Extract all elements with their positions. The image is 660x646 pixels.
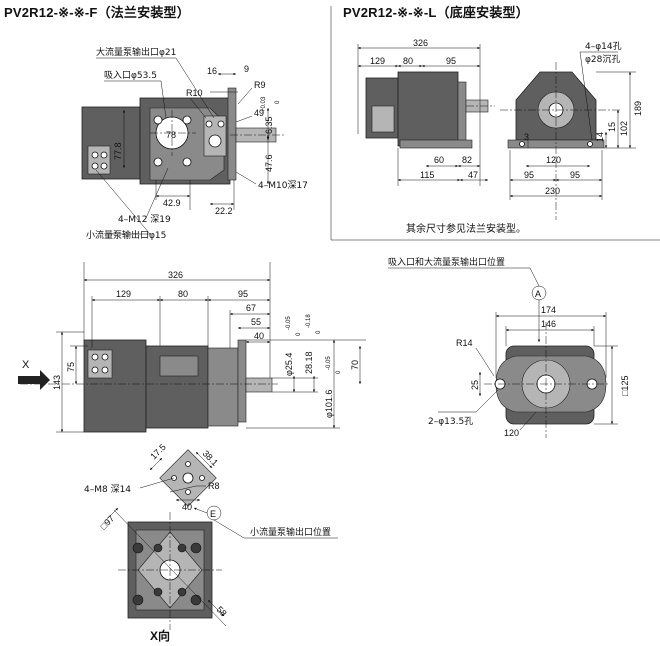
dim-42-9: 42.9 — [163, 198, 181, 208]
foot-dim-115: 115 — [420, 170, 434, 180]
counterbore28-label: φ28沉孔 — [585, 54, 620, 65]
x-dim-97: □97 — [98, 513, 116, 531]
dim-78: 78 — [166, 130, 176, 140]
foot-base — [399, 139, 473, 149]
main-dim-phi101-6-hi: 0 — [336, 370, 342, 374]
main-side-view — [18, 262, 366, 433]
foot-dim-95: 95 — [446, 56, 456, 66]
m12-label: 4–M12 深19 — [118, 214, 171, 225]
foot-note: 其余尺寸参见法兰安装型。 — [406, 222, 526, 235]
m8-label: 4–M8 深14 — [84, 484, 131, 495]
dim-49: 49 — [254, 108, 264, 118]
dim-77-8: 77.8 — [113, 142, 123, 160]
a-dim-r14: R14 — [456, 338, 473, 348]
main-dim-phi25-4-hi: 0 — [296, 332, 302, 336]
small-outlet-label: 小流量泵输出口φ15 — [86, 229, 166, 241]
main-dim-143: 143 — [52, 375, 62, 390]
foot-dim-95a: 95 — [524, 170, 534, 180]
foot-dim-60: 60 — [434, 155, 444, 165]
a-dim-120: 120 — [504, 428, 519, 438]
holes14-label: 4–φ14孔 — [585, 41, 622, 52]
dim-9: 9 — [244, 64, 249, 74]
dim-6-35-tol-lo: 0 — [275, 100, 281, 104]
foot-frame — [330, 6, 660, 241]
mount-flange — [227, 87, 237, 181]
foot-dim-47: 47 — [468, 170, 478, 180]
foot-dim-3: 3 — [524, 132, 529, 142]
dim-6-35-tol-hi: +0.03 — [261, 96, 267, 112]
small-port-block — [87, 145, 111, 175]
inlet-large-pos-label: 吸入口和大流量泵输出口位置 — [388, 256, 505, 268]
m10-label: 4–M10深17 — [258, 180, 308, 191]
x-dim-17-5: 17.5 — [148, 442, 167, 461]
x-view — [105, 449, 338, 630]
small-outlet-pos-label: 小流量泵输出口位置 — [250, 526, 331, 538]
dim-6-35: 6.35 — [264, 116, 274, 134]
dim-22-2: 22.2 — [215, 206, 233, 216]
main-dim-75: 75 — [66, 362, 76, 372]
main-dim-95: 95 — [238, 289, 248, 299]
x-dim-40: 40 — [182, 502, 192, 512]
foot-dim-129: 129 — [370, 56, 385, 66]
large-outlet-label: 大流量泵输出口φ21 — [96, 46, 176, 58]
x-view-arrow — [18, 370, 50, 390]
foot-dim-14: 14 — [595, 132, 605, 142]
dim-47-6: 47.6 — [264, 154, 274, 172]
a-dim-25: 25 — [470, 380, 480, 390]
main-dim-28-18: 28.18 — [304, 351, 314, 374]
x-dim-r8: R8 — [208, 481, 220, 491]
foot-dim-15: 15 — [607, 122, 617, 132]
main-dim-70: 70 — [350, 360, 360, 370]
inlet-label: 吸入口φ53.5 — [104, 70, 157, 81]
circle-a-letter: A — [535, 289, 541, 299]
foot-dim-95b: 95 — [570, 170, 580, 180]
main-dim-phi101-6-lo: -0.05 — [326, 356, 332, 370]
x-mark: X — [22, 359, 30, 371]
main-dim-phi25-4: φ25.4 — [284, 353, 294, 376]
main-dim-40: 40 — [254, 331, 264, 341]
main-dim-326: 326 — [168, 270, 183, 280]
main-dim-phi101-6: φ101.6 — [324, 390, 334, 418]
foot-dim-102: 102 — [619, 121, 629, 136]
circle-e-letter: E — [210, 509, 216, 519]
flange-view — [81, 57, 285, 235]
foot-dim-326: 326 — [413, 38, 428, 48]
a-dim-174: 174 — [541, 305, 556, 315]
a-dim-146: 146 — [541, 319, 556, 329]
foot-title: PV2R12-※-※-L（底座安装型） — [343, 5, 529, 20]
holes135-label: 2–φ13.5孔 — [428, 416, 473, 427]
foot-dim-82: 82 — [462, 155, 472, 165]
foot-dim-189: 189 — [633, 101, 643, 116]
main-shaft — [245, 377, 273, 393]
dim-r9: R9 — [254, 80, 266, 90]
main-dim-80: 80 — [178, 289, 188, 299]
dim-16: 16 — [207, 66, 217, 76]
main-dim-55: 55 — [251, 317, 261, 327]
foot-front-view — [500, 51, 636, 220]
foot-side-view — [357, 44, 495, 186]
foot-dim-230: 230 — [545, 186, 560, 196]
foot-dim-120: 120 — [546, 155, 561, 165]
flange-title: PV2R12-※-※-F（法兰安装型） — [4, 5, 190, 20]
main-dim-28-18-hi: 0 — [316, 330, 322, 334]
a-dim-125: □125 — [620, 376, 630, 396]
large-outlet — [208, 134, 222, 148]
view-a — [388, 267, 618, 438]
dim-r10: R10 — [186, 88, 203, 98]
main-dim-28-18-lo: -0.18 — [306, 314, 312, 328]
main-dim-67: 67 — [246, 303, 256, 313]
main-dim-129: 129 — [116, 289, 131, 299]
main-dim-phi25-4-lo: -0.05 — [286, 316, 292, 330]
foot-dim-80: 80 — [403, 56, 413, 66]
x-view-title: X向 — [150, 628, 170, 643]
